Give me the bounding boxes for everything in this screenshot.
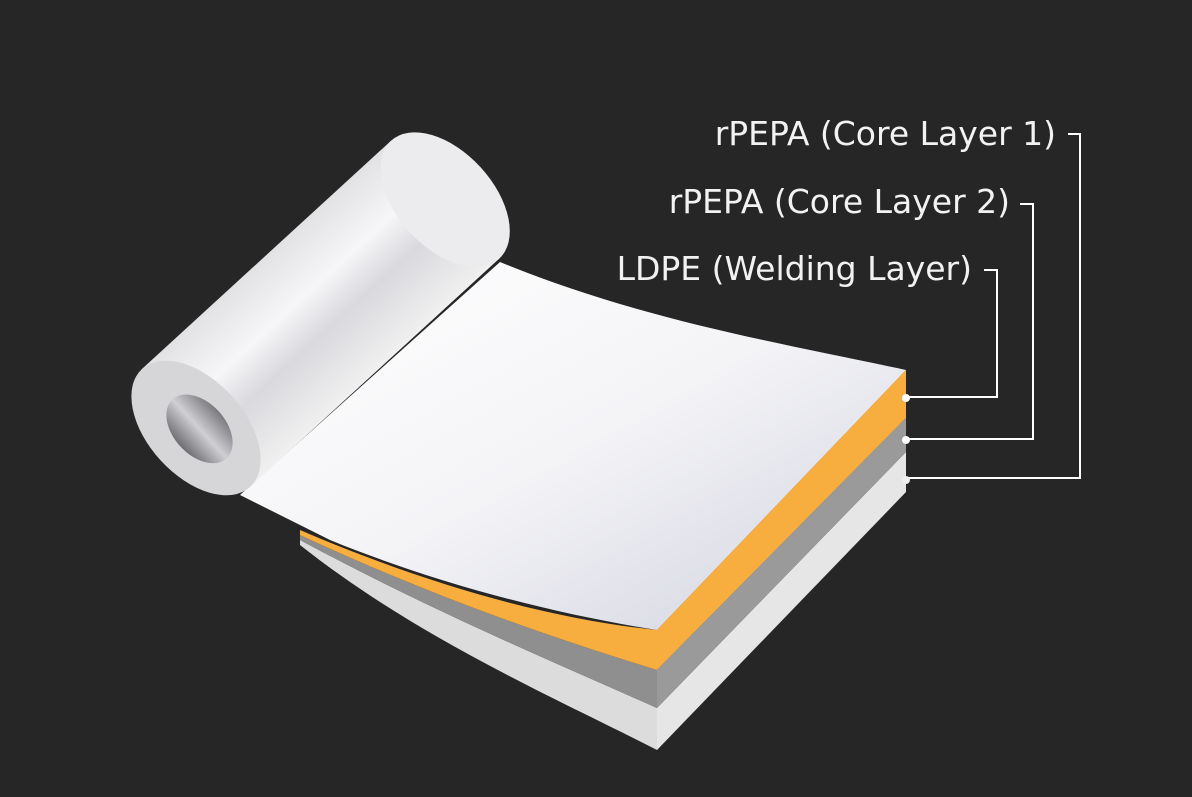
leader-line-core-layer-1 bbox=[906, 133, 1081, 479]
marker-dot-core-layer-1 bbox=[902, 476, 910, 484]
marker-dot-core-layer-2 bbox=[902, 436, 910, 444]
leader-line-welding-layer bbox=[906, 269, 998, 398]
label-core-layer-2: rPEPA (Core Layer 2) bbox=[668, 182, 1010, 221]
film-roll bbox=[131, 132, 510, 496]
roll-far-end bbox=[380, 132, 510, 267]
label-core-layer-1: rPEPA (Core Layer 1) bbox=[714, 114, 1056, 153]
gray-layer-underside bbox=[300, 535, 657, 708]
roll-core-hole bbox=[166, 394, 233, 464]
orange-layer-underside bbox=[300, 530, 657, 670]
leader-lines bbox=[906, 133, 1081, 479]
leader-line-core-layer-2 bbox=[906, 203, 1034, 440]
welding-layer-edge bbox=[657, 370, 906, 670]
label-welding-layer: LDPE (Welding Layer) bbox=[616, 249, 972, 288]
bottom-layer-underside bbox=[300, 540, 657, 750]
core-layer-1-edge bbox=[657, 452, 906, 750]
marker-dot-welding-layer bbox=[902, 394, 910, 402]
sheet-top-surface bbox=[240, 262, 906, 630]
core-layer-2-edge bbox=[657, 418, 906, 708]
